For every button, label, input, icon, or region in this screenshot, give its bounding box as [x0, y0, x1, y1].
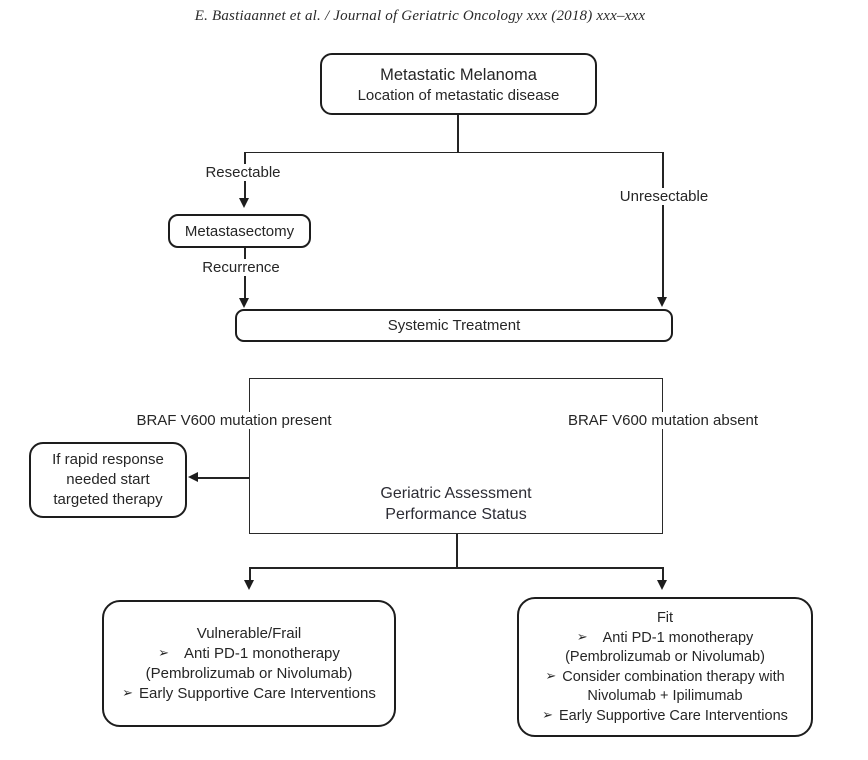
- fit-item3: ➢ Early Supportive Care Interventions: [542, 706, 788, 726]
- fit-item2-cont: Nivolumab + Ipilimumab: [587, 687, 743, 704]
- recurrence-label: Recurrence: [198, 259, 284, 276]
- braf-present-label: BRAF V600 mutation present: [132, 412, 336, 429]
- arrow-bullet-icon: ➢: [545, 667, 557, 683]
- vulnerable-item2-text: Early Supportive Care Interventions: [139, 684, 376, 702]
- arrow-down-icon: [657, 297, 667, 307]
- geriatric-assessment-line2: Performance Status: [385, 506, 527, 523]
- geriatric-assessment-text: Geriatric Assessment Performance Status: [380, 483, 531, 525]
- arrow-down-icon: [657, 580, 667, 590]
- arrow-bullet-icon: ➢: [122, 684, 134, 700]
- vulnerable-item1-text: Anti PD-1 monotherapy: [183, 644, 340, 662]
- metastatic-melanoma-box: Metastatic Melanoma Location of metastat…: [320, 53, 597, 115]
- metastasectomy-label: Metastasectomy: [184, 222, 295, 240]
- systemic-treatment-box: Systemic Treatment: [235, 309, 673, 342]
- fit-item2: ➢ Consider combination therapy with: [545, 667, 784, 687]
- arrow-down-icon: [244, 580, 254, 590]
- rapid-response-line1: If rapid response: [52, 451, 164, 468]
- systemic-treatment-label: Systemic Treatment: [387, 317, 521, 334]
- arrow-bullet-icon: ➢: [158, 644, 169, 660]
- fit-box: Fit ➢ Anti PD-1 monotherapy (Pembrolizum…: [517, 597, 813, 737]
- connector-fit: [662, 567, 664, 581]
- vulnerable-item2: ➢ Early Supportive Care Interventions: [122, 684, 376, 704]
- fit-item3-text: Early Supportive Care Interventions: [559, 707, 788, 724]
- metastatic-melanoma-subtitle: Location of metastatic disease: [357, 86, 560, 104]
- resectable-label: Resectable: [201, 164, 285, 181]
- arrow-down-icon: [239, 298, 249, 308]
- rapid-response-line2: needed start: [66, 471, 150, 488]
- arrow-left-icon: [188, 472, 198, 482]
- vulnerable-item1-cont: (Pembrolizumab or Nivolumab): [145, 664, 353, 682]
- unresectable-label: Unresectable: [615, 188, 713, 205]
- arrow-bullet-icon: ➢: [542, 706, 553, 722]
- bottom-branch-bar: [249, 567, 663, 569]
- fit-item1: ➢ Anti PD-1 monotherapy: [577, 628, 754, 648]
- braf-absent-label: BRAF V600 mutation absent: [563, 412, 763, 429]
- arrow-down-icon: [239, 198, 249, 208]
- vulnerable-frail-box: Vulnerable/Frail ➢ Anti PD-1 monotherapy…: [102, 600, 396, 727]
- journal-citation: E. Bastiaannet et al. / Journal of Geria…: [194, 8, 646, 24]
- fit-item1-text: Anti PD-1 monotherapy: [602, 629, 754, 646]
- connector-vulnerable: [249, 567, 251, 581]
- rapid-response-box: If rapid response needed start targeted …: [29, 442, 187, 518]
- fit-title: Fit: [656, 609, 674, 626]
- geriatric-assessment-line1: Geriatric Assessment: [380, 485, 532, 502]
- metastatic-melanoma-title: Metastatic Melanoma: [380, 65, 537, 84]
- branch-bar: [244, 151, 663, 154]
- fit-item2-text: Consider combination therapy with: [562, 668, 785, 685]
- metastasectomy-box: Metastasectomy: [168, 214, 311, 248]
- vulnerable-item1: ➢ Anti PD-1 monotherapy: [158, 644, 340, 664]
- arrow-bullet-icon: ➢: [576, 628, 588, 644]
- rapid-response-line3: targeted therapy: [53, 491, 163, 508]
- connector-unresectable: [662, 152, 664, 298]
- vulnerable-title: Vulnerable/Frail: [196, 624, 302, 642]
- connector-rect-to-bar: [456, 534, 458, 568]
- connector-rapid-response: [198, 477, 249, 479]
- decision-rectangle: [249, 378, 663, 534]
- fit-item1-cont: (Pembrolizumab or Nivolumab): [565, 648, 765, 665]
- connector-topbox-to-branch: [457, 115, 459, 152]
